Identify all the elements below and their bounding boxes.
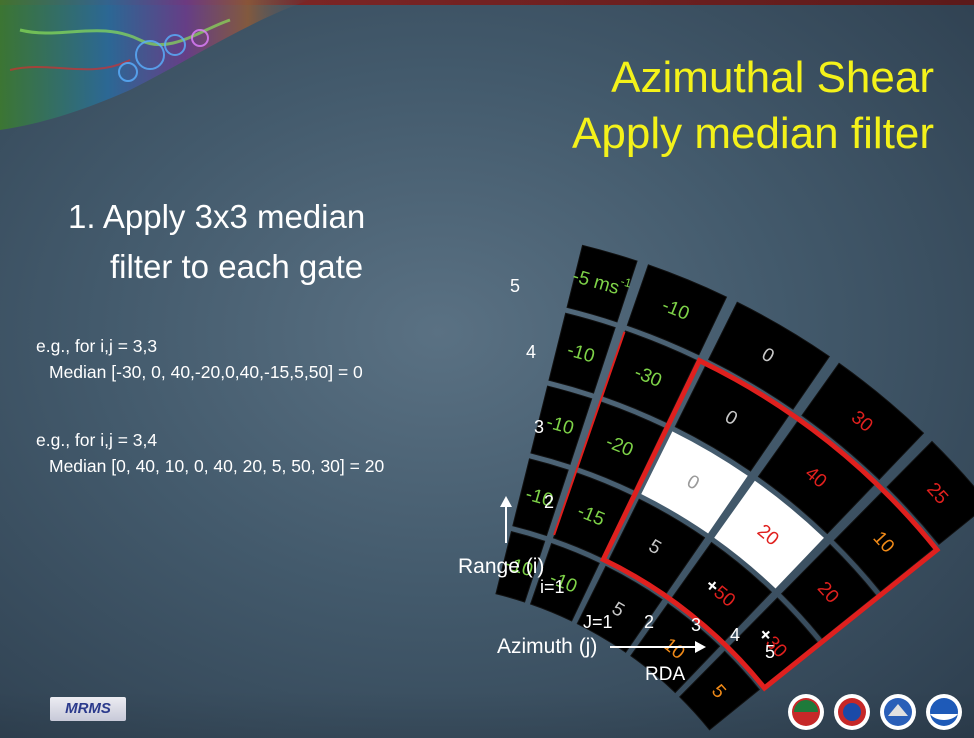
gate-cell-i5-j1 <box>566 244 638 323</box>
range-arrow-head <box>500 496 512 507</box>
partner-logos <box>788 694 962 730</box>
row-label-4: 4 <box>526 342 537 362</box>
gate-cell-i5-j3 <box>708 301 831 410</box>
noaa-logo-icon <box>926 694 962 730</box>
example-2-heading: e.g., for i,j = 3,4 <box>36 430 158 450</box>
example-2-median: Median [0, 40, 10, 0, 40, 20, 5, 50, 30]… <box>49 456 385 476</box>
column-label-4: 4 <box>730 625 741 645</box>
gate-cell-i1-j2 <box>529 542 600 622</box>
row-label-1: i=1 <box>540 577 565 597</box>
column-label-3: 3 <box>691 615 702 635</box>
gate-cell-i1-j3 <box>576 565 663 653</box>
gate-cell-i1-j1 <box>495 531 546 603</box>
median-window-edge <box>553 331 626 536</box>
step-text: 1. Apply 3x3 median filter to each gate <box>68 192 365 292</box>
gate-cells: -10-105105-10-155+50+30-10-2002020-10-30… <box>495 244 974 731</box>
step-line1: 1. Apply 3x3 median <box>68 198 366 235</box>
row-label-5: 5 <box>510 276 521 296</box>
gate-cell-i3-j2 <box>577 401 665 491</box>
range-axis-label: Range (i) <box>458 555 545 578</box>
row-label-3: 3 <box>534 417 545 437</box>
slide-title-line2: Apply median filter <box>572 109 934 158</box>
rda-label: RDA <box>645 664 686 685</box>
example-2: e.g., for i,j = 3,4 Median [0, 40, 10, 0… <box>36 427 384 479</box>
row-label-2: 2 <box>544 492 555 512</box>
gate-cell-i4-j2 <box>602 330 697 424</box>
azimuth-arrow-head <box>695 641 706 653</box>
top-border <box>0 0 974 5</box>
slide-title-line1: Azimuthal Shear <box>611 53 934 102</box>
step-line2: filter to each gate <box>110 248 364 285</box>
gate-cell-i3-j1 <box>530 385 593 465</box>
example-1: e.g., for i,j = 3,3 Median [-30, 0, 40,-… <box>36 333 363 385</box>
nssl-logo-icon <box>788 694 824 730</box>
example-1-median: Median [-30, 0, 40,-20,0,40,-15,5,50] = … <box>49 362 363 382</box>
column-label-1: J=1 <box>583 612 613 632</box>
gate-cell-i4-j1 <box>548 312 616 394</box>
gate-cell-i3-j4 <box>714 480 824 589</box>
column-label-5: 5 <box>765 642 776 662</box>
noaa-nws-logo-icon <box>834 694 870 730</box>
azimuth-axis-label: Azimuth (j) <box>497 635 598 658</box>
gate-cell-i1-j4 <box>630 602 721 694</box>
gate-cell-i5-j5 <box>886 440 974 546</box>
gate-cell-i1-j5 <box>678 650 760 731</box>
gate-cell-i3-j3 <box>641 431 748 534</box>
gate-cell-i5-j2 <box>626 264 728 356</box>
radar-thumbnail-image <box>0 0 310 130</box>
median-window-highlight <box>599 357 941 692</box>
gate-cell-i5-j4 <box>801 362 925 481</box>
gate-cell-i3-j5 <box>780 543 877 640</box>
gate-cell-i2-j1 <box>512 458 569 537</box>
example-1-heading: e.g., for i,j = 3,3 <box>36 336 158 356</box>
mrms-logo: MRMS <box>50 697 126 721</box>
column-label-2: 2 <box>644 612 655 632</box>
weather-service-logo-icon <box>880 694 916 730</box>
